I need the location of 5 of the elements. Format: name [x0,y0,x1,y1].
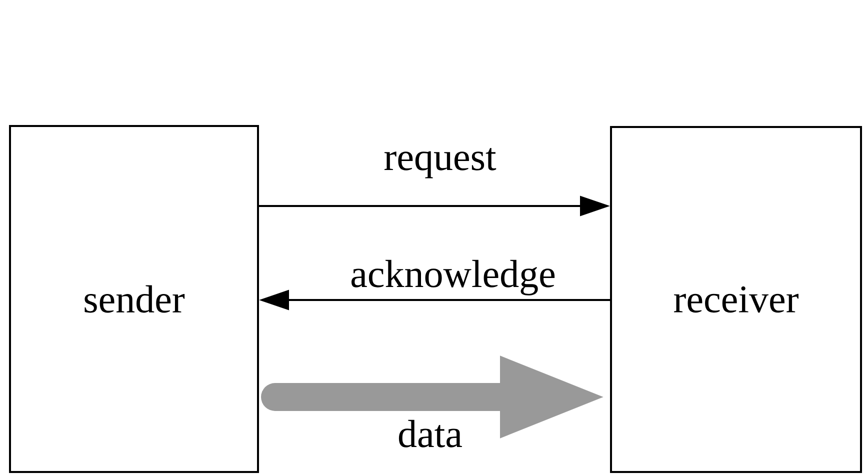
edge-label: request [384,148,496,178]
edge-label: acknowledge [352,260,555,296]
process-box: sender [9,125,259,473]
edge-label: data [398,420,462,448]
process-box: receiver [610,126,862,473]
